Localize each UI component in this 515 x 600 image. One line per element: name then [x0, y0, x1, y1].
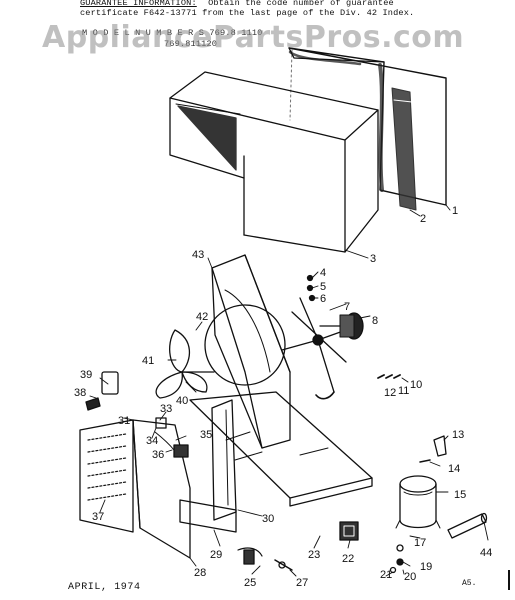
callout-36: 36 — [152, 449, 164, 461]
front-grille — [79, 419, 134, 533]
run-capacitor — [447, 512, 488, 539]
callout-35: 35 — [200, 429, 212, 441]
footer-date: APRIL, 1974 — [68, 582, 141, 593]
callout-11: 11 — [398, 385, 409, 397]
callout-28: 28 — [194, 567, 206, 579]
model-numbers-line-1: M O D E L N U M B E R S 769.8 1110 — [82, 28, 263, 38]
callout-31: 31 — [118, 415, 130, 427]
support-strip — [391, 87, 417, 211]
guarantee-info-line-1: GUARANTEE INFORMATION: Obtain the code n… — [80, 0, 394, 8]
callout-21: 21 — [380, 569, 392, 581]
fan-motor — [319, 312, 364, 340]
callout-22: 22 — [342, 553, 354, 565]
callout-17: 17 — [414, 537, 426, 549]
terminal-block — [339, 521, 359, 541]
guarantee-info-text: Obtain the code number of guarantee — [208, 0, 394, 8]
callout-37: 37 — [92, 511, 104, 523]
callout-40: 40 — [176, 395, 188, 407]
callout-42: 42 — [196, 311, 208, 323]
rear-grille-panel — [288, 47, 447, 206]
leader-lines — [89, 204, 489, 577]
base-pan — [189, 391, 373, 507]
footer-page-code: A5. — [462, 579, 477, 588]
callout-19: 19 — [420, 561, 432, 573]
callout-20: 20 — [404, 571, 416, 583]
mount-hardware — [306, 274, 316, 302]
callout-13: 13 — [452, 429, 464, 441]
model-numbers-line-2: 769.811120 — [164, 39, 218, 49]
guarantee-info-line-2: certificate F642-13771 from the last pag… — [80, 8, 415, 18]
divider-bracket — [179, 399, 237, 533]
callout-8: 8 — [372, 315, 378, 327]
connectors — [237, 547, 293, 571]
condenser-fan-blade — [281, 297, 347, 400]
footer-margin-mark — [508, 570, 510, 590]
callout-29: 29 — [210, 549, 222, 561]
callout-7: 7 — [344, 301, 350, 313]
callout-23: 23 — [308, 549, 320, 561]
watermark: AppliancePartsPros.com — [42, 20, 465, 55]
callout-30: 30 — [262, 513, 274, 525]
callout-27: 27 — [296, 577, 308, 589]
callout-10: 10 — [410, 379, 422, 391]
callout-4: 4 — [320, 267, 326, 279]
callout-43: 43 — [192, 249, 204, 261]
compressor-mounts — [389, 544, 404, 574]
callout-39: 39 — [80, 369, 92, 381]
callout-6: 6 — [320, 293, 326, 305]
callout-5: 5 — [320, 281, 326, 293]
callout-15: 15 — [454, 489, 466, 501]
callout-33: 33 — [160, 403, 172, 415]
capacitor — [85, 371, 119, 411]
callout-41: 41 — [142, 355, 154, 367]
callout-12: 12 — [384, 387, 396, 399]
cabinet-shell — [169, 71, 379, 253]
callout-1: 1 — [452, 205, 458, 217]
overload-relay — [419, 435, 447, 463]
callout-44: 44 — [480, 547, 492, 559]
callout-25: 25 — [244, 577, 256, 589]
guarantee-info-label: GUARANTEE INFORMATION: — [80, 0, 197, 8]
compressor — [395, 475, 441, 529]
callout-34: 34 — [146, 435, 158, 447]
front-cover — [132, 419, 191, 559]
screws — [377, 374, 401, 379]
callout-2: 2 — [420, 213, 426, 225]
callout-3: 3 — [370, 253, 376, 265]
callout-14: 14 — [448, 463, 460, 475]
orifice-panel — [204, 254, 291, 449]
callout-38: 38 — [74, 387, 86, 399]
evaporator-fan — [155, 329, 215, 399]
